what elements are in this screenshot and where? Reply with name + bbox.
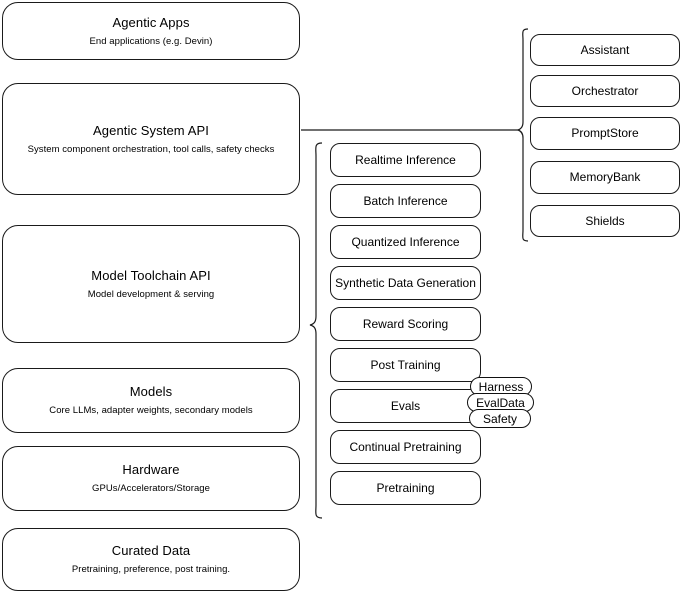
- layer-title: Agentic Apps: [112, 14, 190, 30]
- component-label: Shields: [585, 213, 625, 228]
- component-label: Batch Inference: [363, 193, 448, 208]
- eval-pill-safety[interactable]: Safety: [469, 409, 531, 428]
- component-promptstore[interactable]: PromptStore: [530, 117, 680, 150]
- component-realtime-inference[interactable]: Realtime Inference: [330, 143, 481, 177]
- layer-agentic-apps[interactable]: Agentic Apps End applications (e.g. Devi…: [2, 2, 300, 60]
- component-evals[interactable]: Evals: [330, 389, 481, 423]
- layer-subtitle: End applications (e.g. Devin): [89, 35, 213, 47]
- component-memorybank[interactable]: MemoryBank: [530, 161, 680, 194]
- layer-subtitle: Model development & serving: [87, 288, 215, 300]
- component-label: Post Training: [370, 357, 441, 372]
- layer-title: Curated Data: [111, 543, 191, 558]
- component-shields[interactable]: Shields: [530, 205, 680, 237]
- component-pretraining[interactable]: Pretraining: [330, 471, 481, 505]
- component-quantized-inference[interactable]: Quantized Inference: [330, 225, 481, 259]
- component-orchestrator[interactable]: Orchestrator: [530, 75, 680, 107]
- component-assistant[interactable]: Assistant: [530, 34, 680, 66]
- layer-subtitle: System component orchestration, tool cal…: [27, 143, 275, 155]
- component-label: Assistant: [580, 42, 630, 57]
- component-label: PromptStore: [571, 126, 639, 140]
- component-label: Continual Pretraining: [349, 439, 462, 454]
- component-continual-pretraining[interactable]: Continual Pretraining: [330, 430, 481, 464]
- component-post-training[interactable]: Post Training: [330, 348, 481, 382]
- component-synthetic-data-generation[interactable]: Synthetic Data Generation: [330, 266, 481, 300]
- layer-curated-data[interactable]: Curated Data Pretraining, preference, po…: [2, 528, 300, 591]
- component-reward-scoring[interactable]: Reward Scoring: [330, 307, 481, 341]
- component-label: Evals: [390, 398, 421, 413]
- layer-title: Models: [129, 384, 173, 399]
- toolchain-brace-path: [309, 142, 323, 519]
- component-label: Pretraining: [376, 480, 435, 495]
- layer-title: Model Toolchain API: [91, 267, 211, 283]
- component-label: Orchestrator: [571, 83, 639, 98]
- layer-models[interactable]: Models Core LLMs, adapter weights, secon…: [2, 368, 300, 433]
- component-label: Quantized Inference: [351, 234, 460, 249]
- system-brace-path: [516, 28, 529, 242]
- layer-title: Agentic System API: [93, 122, 209, 138]
- layer-title: Hardware: [122, 462, 180, 477]
- component-label: Realtime Inference: [355, 152, 456, 167]
- layer-model-toolchain-api[interactable]: Model Toolchain API Model development & …: [2, 225, 300, 343]
- component-batch-inference[interactable]: Batch Inference: [330, 184, 481, 218]
- component-label: MemoryBank: [569, 170, 641, 184]
- layer-subtitle: Pretraining, preference, post training.: [71, 564, 231, 575]
- layer-subtitle: Core LLMs, adapter weights, secondary mo…: [49, 405, 253, 416]
- layer-agentic-system-api[interactable]: Agentic System API System component orch…: [2, 83, 300, 195]
- component-label: Reward Scoring: [362, 316, 449, 331]
- layer-hardware[interactable]: Hardware GPUs/Accelerators/Storage: [2, 446, 300, 511]
- component-label: Synthetic Data Generation: [335, 275, 476, 290]
- layer-subtitle: GPUs/Accelerators/Storage: [92, 483, 210, 494]
